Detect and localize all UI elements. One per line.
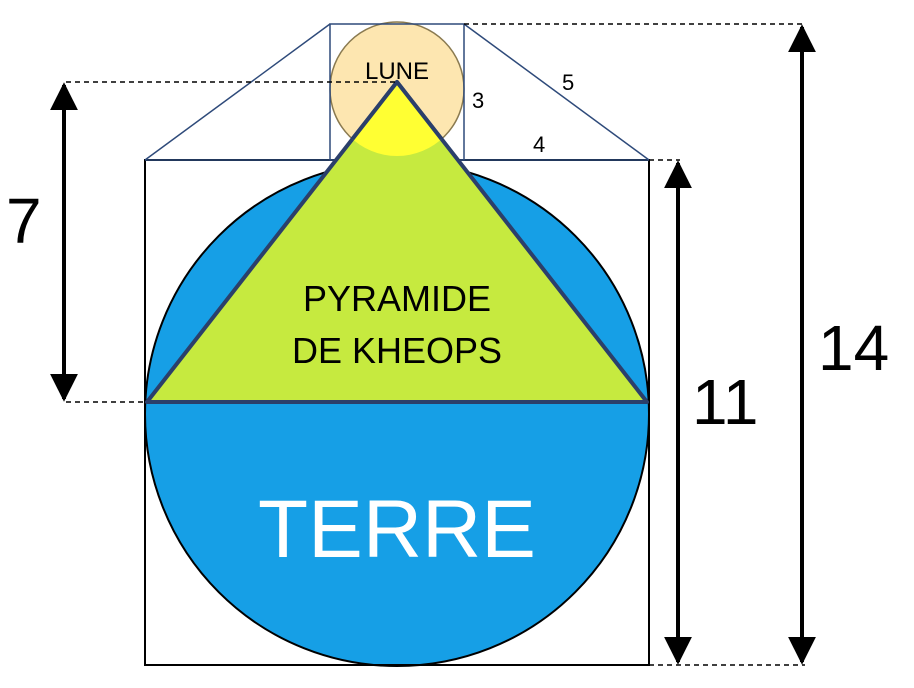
side-label-3: 3	[472, 88, 484, 113]
earth-label: TERRE	[258, 484, 536, 575]
pyramid-label-line2: DE KHEOPS	[292, 330, 502, 371]
side-label-5: 5	[562, 70, 574, 95]
pyramid-label-line1: PYRAMIDE	[303, 278, 491, 319]
pyramid-triangle	[145, 80, 649, 404]
height-label-11: 11	[692, 366, 758, 438]
side-label-4: 4	[533, 132, 545, 157]
guide-line-right	[463, 23, 650, 161]
guide-line-left	[144, 23, 331, 161]
moon-label: LUNE	[365, 58, 429, 85]
height-label-7: 7	[6, 185, 42, 257]
height-label-14: 14	[818, 312, 889, 384]
